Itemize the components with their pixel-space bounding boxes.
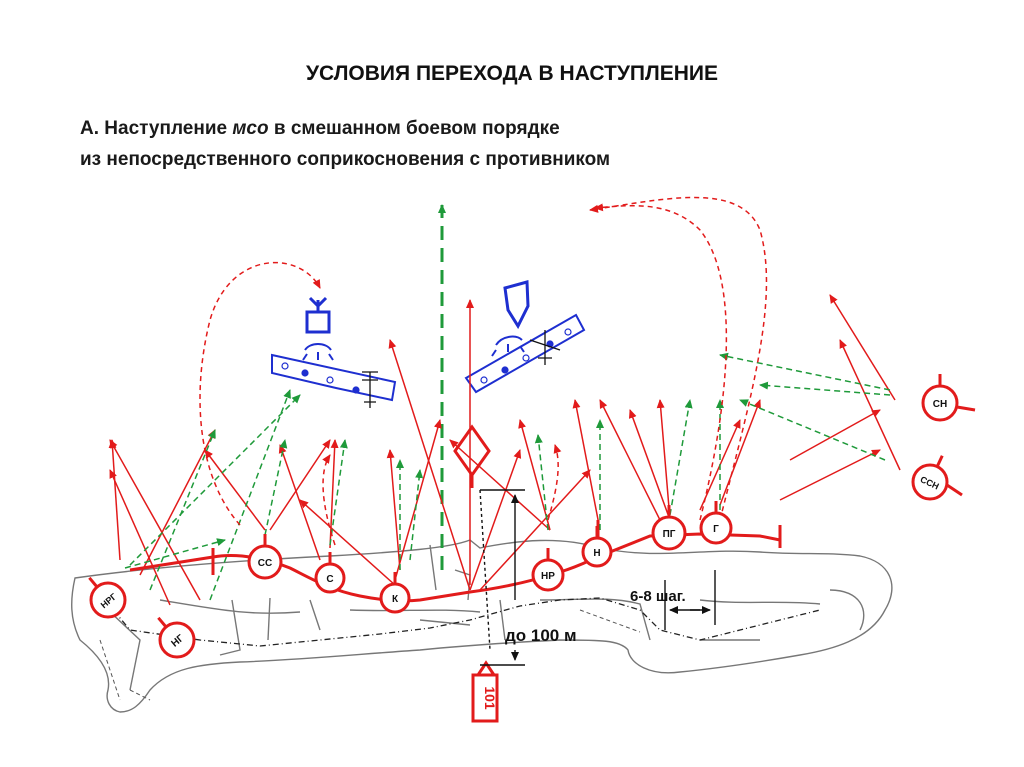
unit-7: Н [581,526,613,568]
unit-11: ССН [911,455,949,501]
unit-3: СС [247,534,283,580]
fire-arrow-1 [108,439,121,561]
fire-arrow-12 [388,339,471,591]
fire-arrow-20 [656,399,671,521]
unit-weapon-tick [935,455,944,468]
unit-label: СС [258,558,272,569]
soldier-tail-2 [946,483,963,497]
subtitle-line-2: из непосредственного соприкосновения с п… [80,149,611,170]
enemy-obstacle-icons [362,330,561,408]
unit-circle [911,463,949,501]
support-arrow-8 [534,434,549,531]
support-arrow-7 [409,469,424,561]
unit-2: НГ [157,616,196,659]
enemy-position-left [271,353,397,402]
support-arrow-10 [669,399,693,516]
unit-5: К [379,572,411,614]
unit-abbreviation: мсо [232,118,269,139]
distance-dimension [479,489,525,666]
fire-arrow-19 [628,409,671,521]
manoeuvre-routes [199,196,768,546]
soldier-tail-1 [956,405,976,412]
vehicle-101: 101 [471,660,499,723]
support-arrow-12 [719,352,891,391]
fire-arrow-6 [269,439,331,531]
fire-arrow-15 [449,439,551,531]
support-fire-directions [124,352,891,601]
fire-arrow-24 [789,409,881,461]
slide-title: УСЛОВИЯ ПЕРЕХОДА В НАСТУПЛЕНИЕ [305,62,718,85]
unit-4: С [314,552,346,594]
support-arrow-2 [149,429,216,591]
support-arrow-14 [759,381,891,396]
support-arrow-4 [264,439,288,536]
unit-9: Г [699,501,733,545]
vehicle-101-label: 101 [482,686,498,710]
fire-directions [108,294,901,606]
fire-arrow-14 [479,469,591,591]
fire-arrow-2 [139,429,216,576]
fire-arrow-16 [518,419,551,531]
support-arrow-3 [209,389,291,601]
fire-arrow-4 [109,439,201,601]
spacing-dimension [664,570,716,630]
enemy-position-right [464,313,586,394]
spacing-label: 6-8 шаг. [630,588,686,605]
support-arrow-5 [329,439,348,546]
unit-circle [158,621,196,659]
unit-1: НРГ [88,576,127,619]
fire-arrow-27 [469,449,522,591]
support-arrow-1 [129,394,301,566]
unit-label: Г [713,524,719,535]
unit-10: СН [921,374,959,422]
fire-arrow-23 [779,449,881,501]
command-point-icon [453,424,491,488]
unit-weapon-tick [157,616,168,628]
unit-label: ПГ [663,529,676,540]
trench-line-inner [99,609,641,701]
support-arrow-15 [124,538,226,569]
unit-6: НР [531,548,565,592]
fire-arrow-22 [719,399,761,506]
fire-arrow-5 [204,449,266,531]
unit-circle [89,581,127,619]
trench-line [89,597,821,647]
unit-label: К [392,594,399,605]
fire-arrow-17 [572,399,601,531]
flank-markers [211,520,782,575]
unit-8: ПГ [651,505,687,551]
unit-label: Н [593,548,600,559]
unit-label: НР [541,571,555,582]
distance-label: до 100 м [505,626,577,645]
fire-arrow-11 [386,449,401,571]
unit-weapon-tick [88,576,99,588]
fire-arrow-25 [829,294,896,401]
enemy-weapon-icon [491,280,530,357]
fire-arrow-9 [299,499,396,586]
fire-arrow-8 [329,439,339,549]
unit-label: С [326,574,333,585]
unit-label: СН [933,399,947,410]
fire-arrow-3 [109,469,171,606]
fire-arrow-26 [839,339,901,471]
fire-arrow-10 [394,419,442,581]
fire-arrow-7 [278,444,321,561]
fire-arrow-18 [599,399,661,521]
enemy-machine-gun-icon [302,296,334,361]
support-arrow-13 [739,399,886,461]
subtitle-line-1: А. Наступление мсо в смешанном боевом по… [80,118,560,139]
